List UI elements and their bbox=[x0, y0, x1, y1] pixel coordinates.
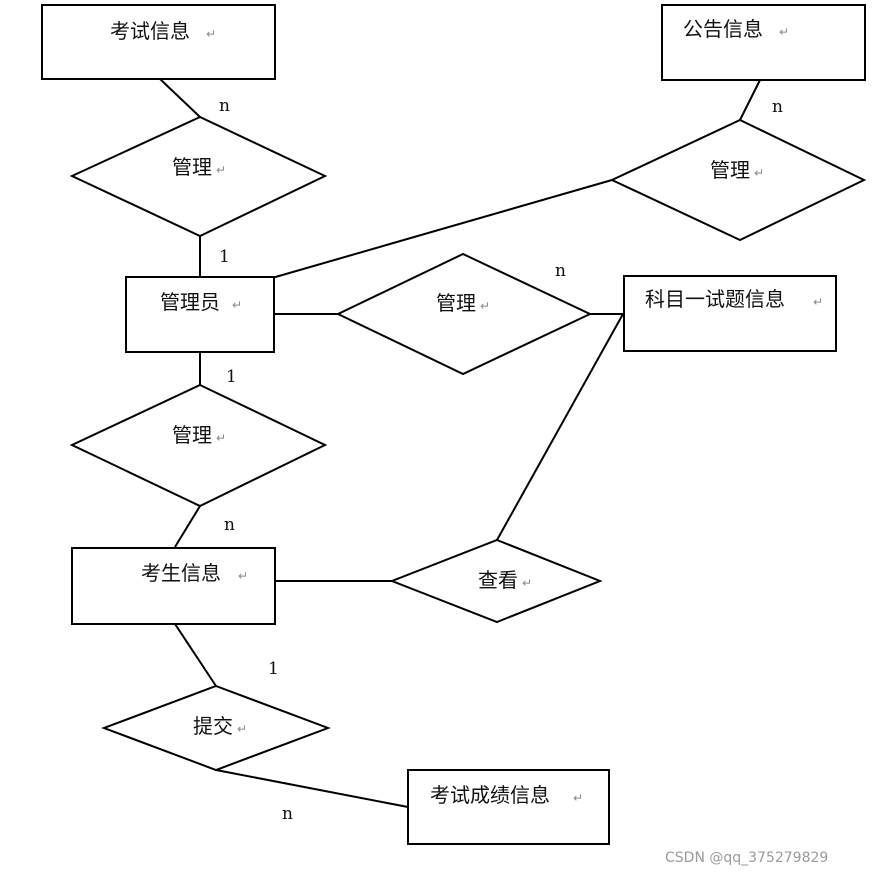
cardinality-exam-n: n bbox=[219, 96, 230, 116]
svg-text:↵: ↵ bbox=[779, 25, 789, 39]
line-manage-examinee-to-examinee bbox=[174, 505, 201, 548]
line-submit-to-score bbox=[215, 769, 409, 808]
svg-text:↵: ↵ bbox=[216, 431, 226, 445]
relationship-manage-exam: 管理 ↵ bbox=[69, 115, 328, 238]
cardinality-notice-n: n bbox=[772, 97, 783, 117]
entity-exam-score-info: 考试成绩信息 ↵ bbox=[407, 769, 610, 845]
entity-subject-question-info: 科目一试题信息 ↵ bbox=[623, 275, 837, 352]
svg-text:管理: 管理 bbox=[436, 291, 476, 315]
cardinality-score-n: n bbox=[282, 804, 293, 824]
svg-text:管理: 管理 bbox=[710, 158, 750, 182]
svg-text:↵: ↵ bbox=[754, 166, 764, 180]
svg-text:↵: ↵ bbox=[573, 791, 583, 805]
svg-text:↵: ↵ bbox=[480, 299, 490, 313]
svg-text:↵: ↵ bbox=[216, 163, 226, 177]
svg-text:提交: 提交 bbox=[193, 714, 233, 738]
line-examinee-to-submit bbox=[174, 623, 217, 687]
entity-examinee-info: 考生信息 ↵ bbox=[71, 547, 276, 625]
svg-text:考生信息: 考生信息 bbox=[141, 561, 221, 585]
svg-text:↵: ↵ bbox=[237, 722, 247, 736]
svg-text:管理员: 管理员 bbox=[160, 290, 220, 314]
cardinality-examinee-n: n bbox=[224, 515, 235, 535]
svg-text:↵: ↵ bbox=[206, 27, 216, 41]
svg-text:考试信息: 考试信息 bbox=[110, 19, 190, 43]
svg-text:科目一试题信息: 科目一试题信息 bbox=[645, 287, 785, 311]
svg-text:管理: 管理 bbox=[172, 155, 212, 179]
svg-text:↵: ↵ bbox=[522, 576, 532, 590]
svg-text:考试成绩信息: 考试成绩信息 bbox=[430, 783, 550, 807]
svg-text:↵: ↵ bbox=[238, 569, 248, 583]
entity-exam-info: 考试信息 ↵ bbox=[41, 4, 276, 80]
cardinality-examinee-admin-1: 1 bbox=[226, 367, 237, 387]
cardinality-exam-admin-1: 1 bbox=[219, 247, 230, 267]
watermark: CSDN @qq_375279829 bbox=[665, 850, 828, 866]
line-view-to-subject bbox=[496, 313, 624, 541]
svg-text:↵: ↵ bbox=[813, 295, 823, 309]
relationship-manage-notice: 管理 ↵ bbox=[609, 118, 867, 242]
entity-admin: 管理员 ↵ bbox=[125, 276, 275, 353]
svg-text:查看: 查看 bbox=[478, 568, 518, 592]
relationship-submit: 提交 ↵ bbox=[101, 684, 331, 772]
entity-notice-info: 公告信息 ↵ bbox=[661, 4, 866, 81]
relationship-manage-examinee: 管理 ↵ bbox=[69, 383, 328, 508]
relationship-view: 查看 ↵ bbox=[389, 538, 603, 624]
line-manage-notice-to-notice bbox=[739, 79, 761, 121]
line-exam-to-manage bbox=[159, 78, 201, 118]
svg-text:公告信息: 公告信息 bbox=[683, 17, 763, 41]
svg-text:↵: ↵ bbox=[232, 298, 242, 312]
cardinality-submit-1: 1 bbox=[268, 659, 279, 679]
line-admin-to-manage-notice bbox=[271, 179, 613, 279]
svg-text:管理: 管理 bbox=[172, 423, 212, 447]
cardinality-subject-n: n bbox=[555, 261, 566, 281]
relationship-manage-subject: 管理 ↵ bbox=[335, 252, 593, 376]
